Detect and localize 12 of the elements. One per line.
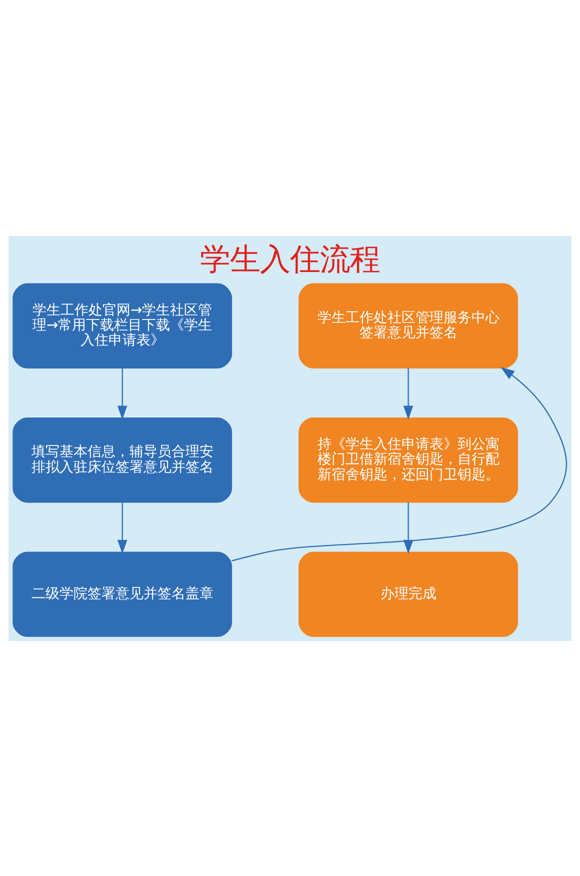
- node-box: 办理完成: [298, 551, 518, 636]
- node-box: 填写基本信息，辅导员合理安排拟入驻床位签署意见并签名: [12, 417, 232, 502]
- node-box: 学生工作处官网→学生社区管理→常用下载栏目下载《学生入住申请表》: [12, 282, 232, 368]
- node-box: 二级学院签署意见并签名盖章: [12, 551, 232, 636]
- diagram-title: 学生入住流程: [200, 242, 380, 278]
- arrow: [403, 368, 414, 420]
- node-box: 学生工作处社区管理服务中心签署意见并签名: [298, 282, 518, 368]
- arrow: [117, 368, 128, 420]
- node-box: 持《学生入住申请表》到公寓楼门卫借新宿舍钥匙，自行配新宿舍钥匙，还回门卫钥匙。: [298, 417, 518, 502]
- arrow: [403, 502, 414, 554]
- arrow: [117, 502, 128, 554]
- arrow: [232, 366, 567, 561]
